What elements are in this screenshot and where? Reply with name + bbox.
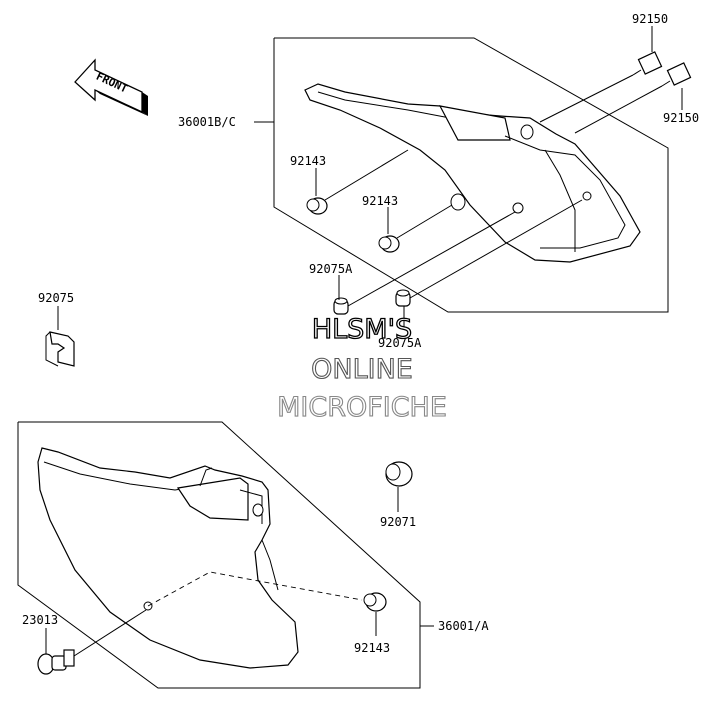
washer-upper-1-leader — [324, 149, 409, 201]
watermark-line-2: ONLINE — [311, 354, 413, 385]
collar-1-leader — [347, 211, 516, 307]
part-label-92143-lower: 92143 — [354, 641, 390, 655]
part-label-92143-upper-1: 92143 — [290, 154, 326, 168]
washer-upper-2-leader — [396, 204, 453, 239]
lower-group-frame — [17, 421, 421, 689]
part-label-92075a-1: 92075A — [309, 262, 353, 276]
watermark-line-1: HLSM'S — [312, 314, 412, 345]
bolt-b-leader-line — [574, 85, 663, 134]
front-arrow: FRONT — [74, 58, 148, 116]
lower-cover-dash-line — [147, 571, 363, 607]
part-label-92143-upper-2: 92143 — [362, 194, 398, 208]
collar-92075a-1 — [333, 297, 349, 315]
part-label-23013: 23013 — [22, 613, 58, 627]
lower-side-cover — [37, 447, 299, 669]
part-label-92071: 92071 — [380, 515, 416, 529]
part-label-92150-b: 92150 — [663, 111, 699, 125]
upper-side-cover — [304, 83, 641, 263]
part-label-92150-a: 92150 — [632, 12, 668, 26]
washer-92143-upper-1 — [306, 197, 328, 215]
upper-group-frame — [273, 37, 669, 313]
bolt-92150-a — [632, 51, 663, 76]
collar-2-leader — [409, 199, 583, 299]
clip-92075 — [45, 331, 75, 367]
screw-23013 — [37, 649, 75, 675]
part-label-92075: 92075 — [38, 291, 74, 305]
part-label-92075a-2: 92075A — [378, 336, 422, 350]
bolt-a-leader-line — [539, 74, 634, 123]
part-label-36001a: 36001/A — [438, 619, 489, 633]
washer-92143-upper-2 — [378, 235, 400, 253]
grommet-92071 — [385, 461, 413, 487]
screw-leader — [73, 609, 147, 657]
washer-92143-lower — [363, 592, 387, 612]
bolt-92150-b — [661, 62, 692, 87]
collar-92075a-2 — [395, 289, 411, 307]
part-label-36001bc: 36001B/C — [178, 115, 236, 129]
watermark-line-3: MICROFICHE — [277, 392, 447, 423]
